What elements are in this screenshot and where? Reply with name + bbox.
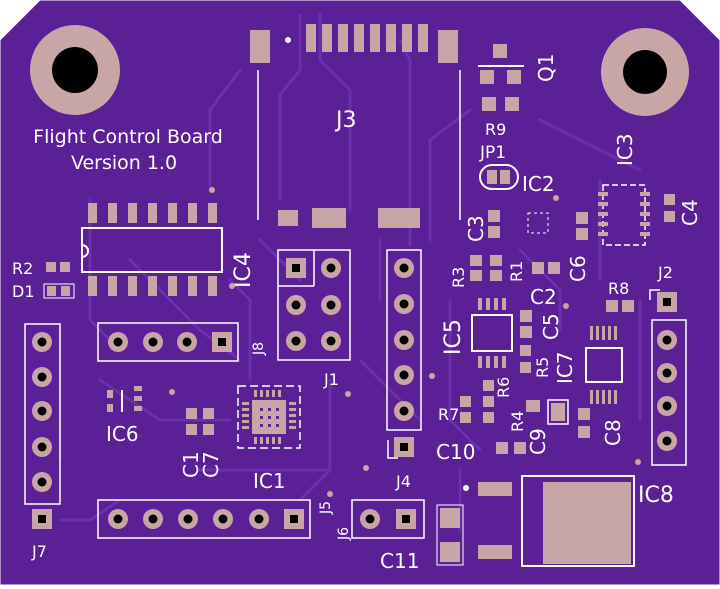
j5-header [97,499,311,539]
c10-capacitor [496,442,526,454]
board-title-line2: Version 1.0 [71,152,177,174]
r4-resistor [483,412,494,423]
label-r7: R7 [438,405,459,424]
ic4-chip [81,203,223,296]
ic3-chip [598,184,650,246]
label-c2: C2 [530,285,557,309]
label-c6: C6 [566,255,590,282]
c11-capacitor [436,504,464,566]
label-j6: J6 [336,527,352,541]
label-c5: C5 [539,313,563,340]
mounting-hole-left [30,25,120,115]
vias [169,187,641,497]
c8-capacitor [578,408,590,438]
r7-resistor [460,396,471,423]
r6-resistor [483,380,494,407]
c7-capacitor [203,408,214,435]
label-d1: D1 [12,282,35,301]
ic8-chip [463,475,635,567]
c2-capacitor [532,262,560,274]
r8-resistor [606,300,634,312]
label-c3: C3 [464,215,488,242]
r1-resistor [490,255,502,281]
label-j2: J2 [657,263,673,282]
j1-header [277,249,351,361]
label-r9: R9 [485,120,506,139]
ic1-chip [237,385,301,449]
c3-capacitor [488,210,500,238]
ic2-chip [527,212,549,234]
j8-header [97,322,239,362]
r3-resistor [470,255,482,281]
ic6-chip [107,386,142,412]
ic5-chip [471,298,513,368]
label-j4: J4 [395,472,411,491]
label-ic3: IC3 [613,133,637,166]
j1-top-pads [278,208,420,228]
label-r4: R4 [508,411,527,432]
c4-capacitor [664,194,675,222]
label-ic6: IC6 [106,422,139,446]
label-c11: C11 [380,549,419,573]
c5-capacitor [520,310,532,338]
j6-header [351,499,425,539]
label-r1: R1 [507,261,526,282]
jp1-jumper [479,164,519,190]
j2-header [649,289,687,466]
label-j8: J8 [251,342,267,356]
label-c1: C1 [179,451,203,478]
label-j7: J7 [31,542,47,561]
label-ic7: IC7 [553,351,577,384]
label-c10: C10 [436,440,475,464]
c1-capacitor [186,408,197,435]
label-r6: R6 [494,377,513,398]
label-c4: C4 [678,199,702,226]
label-ic5: IC5 [441,319,466,355]
q1-transistor [478,44,524,84]
r9-resistor [482,97,519,111]
mounting-hole-right [601,28,689,116]
r2-resistor [46,262,70,272]
j3-connector [250,24,461,220]
board-title-line1: Flight Control Board [33,126,223,148]
label-j3: J3 [334,108,357,133]
label-c9: C9 [526,428,550,455]
c6-capacitor [576,212,588,240]
label-ic2: IC2 [522,172,555,196]
r5-resistor [520,345,531,373]
label-r8: R8 [608,279,629,298]
c9-capacitor [526,399,569,425]
label-c7: C7 [199,451,223,478]
label-j5: J5 [318,501,334,515]
label-ic8: IC8 [638,483,674,508]
d1-diode [43,283,75,299]
label-j1: J1 [323,370,339,389]
label-jp1: JP1 [479,143,506,163]
label-r2: R2 [12,259,33,278]
label-r3: R3 [449,267,468,288]
label-ic4: IC4 [231,252,256,288]
label-r5: R5 [533,357,552,378]
j4-header [386,249,422,459]
j7-header [24,323,61,529]
label-ic1: IC1 [253,469,286,493]
label-q1: Q1 [534,54,558,82]
ic7-chip [585,326,623,404]
label-c8: C8 [601,419,625,446]
